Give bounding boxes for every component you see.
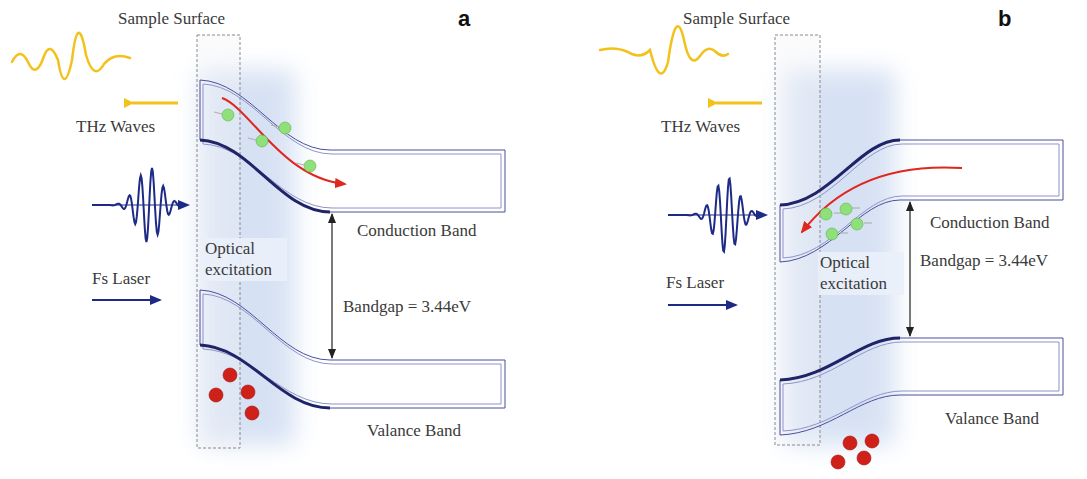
bandgap-arrow: [332, 202, 910, 358]
excitation-label: Optical excitation: [203, 238, 287, 281]
laser-label: Fs Laser: [92, 268, 150, 289]
surface-label: Sample Surface: [683, 8, 790, 29]
band-label: Conduction Band: [930, 212, 1049, 233]
sample-surface-box: [197, 35, 820, 448]
laser-pulse-axis: [668, 214, 766, 215]
panel-letter: a: [458, 5, 470, 33]
thz-label: THz Waves: [76, 116, 155, 137]
bandgap-label: Bandgap = 3.44eV: [920, 250, 1048, 271]
band-label: Valance Band: [367, 420, 461, 441]
band-label: Conduction Band: [357, 220, 476, 241]
hole: [209, 368, 879, 469]
surface-label: Sample Surface: [118, 8, 225, 29]
electron: [214, 109, 872, 240]
thz-waveform: [12, 26, 728, 79]
laser-pulse-axis: [92, 204, 188, 205]
laser-label: Fs Laser: [666, 272, 724, 293]
band-label: Valance Band: [945, 408, 1039, 429]
electron-drift-arrow: [222, 98, 962, 232]
panel-letter: b: [998, 5, 1011, 33]
thz-arrow: [132, 102, 762, 105]
laser-pulse: [92, 168, 766, 252]
band-edges-a: [200, 80, 505, 408]
excitation-label: Optical excitation: [818, 252, 904, 295]
band-edges-b: [780, 140, 1063, 435]
bandgap-label: Bandgap = 3.44eV: [343, 296, 471, 317]
thz-label: THz Waves: [661, 116, 740, 137]
